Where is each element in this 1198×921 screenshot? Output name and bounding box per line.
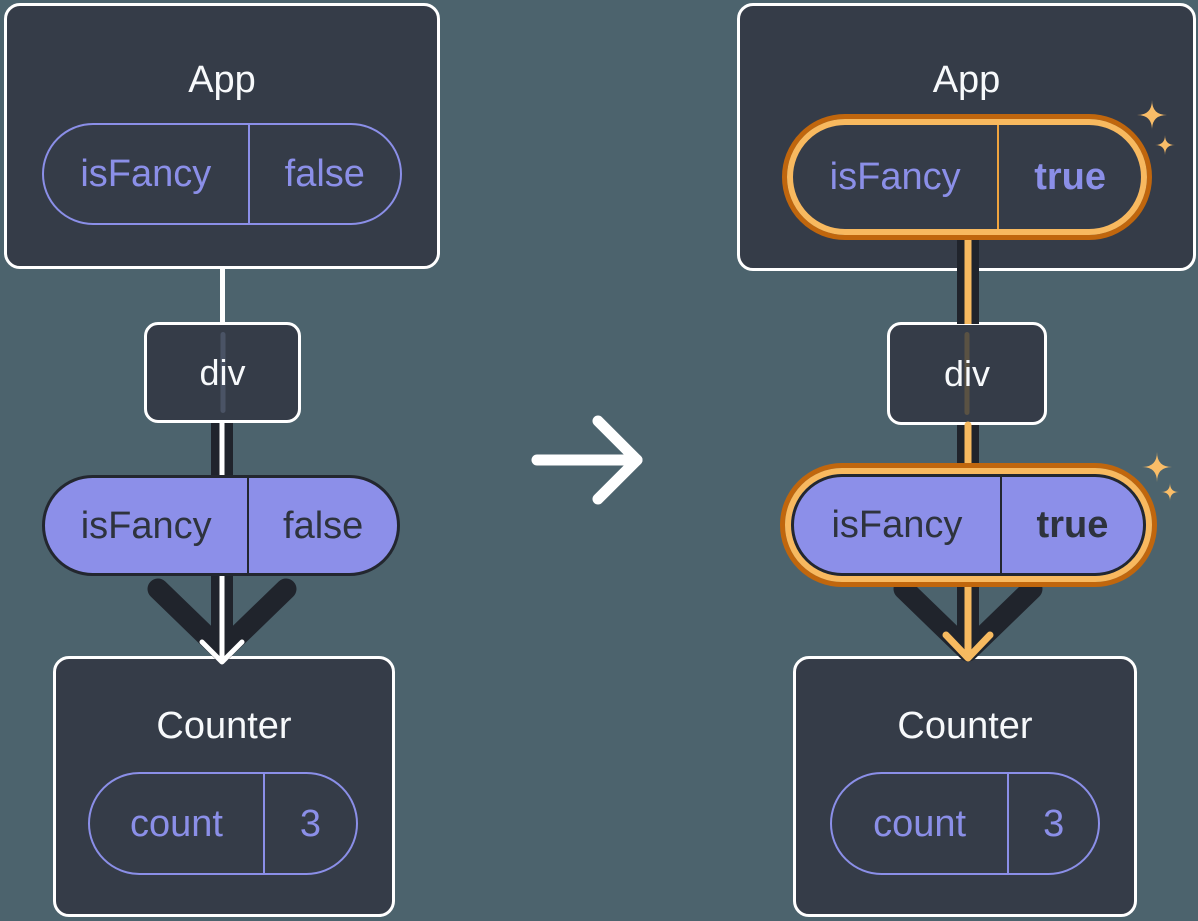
prop-name-label: isFancy xyxy=(80,504,212,547)
prop-name-label: isFancy xyxy=(831,503,963,546)
pass-through-line xyxy=(220,332,225,413)
prop-name-label: isFancy xyxy=(829,155,961,198)
counter-state-pill-before: count 3 xyxy=(88,772,358,875)
highlight-ring: isFancy true xyxy=(785,468,1152,582)
div-card-before: div xyxy=(144,322,301,423)
props-flow-highlight-stripe xyxy=(964,230,972,324)
app-title: App xyxy=(188,59,256,101)
div-card-after: div xyxy=(887,322,1047,425)
sparkle-icon xyxy=(1142,452,1179,501)
state-prop-pill-before: isFancy false xyxy=(42,475,400,576)
prop-value-label: false xyxy=(247,125,400,223)
highlight-ring: isFancy true xyxy=(787,119,1147,235)
counter-title: Counter xyxy=(156,705,292,747)
div-label: div xyxy=(199,351,246,393)
prop-name-label: isFancy xyxy=(80,153,212,195)
state-prop-pill-after-highlighted: isFancy true xyxy=(780,463,1157,587)
app-prop-pill-after-highlighted: isFancy true xyxy=(782,114,1152,240)
props-flow-shaft xyxy=(957,230,979,324)
prop-value-label: true xyxy=(999,477,1143,573)
app-title: App xyxy=(932,59,1001,101)
state-name-label: count xyxy=(129,802,223,845)
counter-title: Counter xyxy=(897,705,1033,747)
prop-value-label: false xyxy=(247,478,397,573)
state-value-label: 3 xyxy=(262,774,356,873)
state-prop-pill: isFancy true xyxy=(791,474,1146,576)
prop-value-label: true xyxy=(997,125,1141,229)
app-prop-pill-before: isFancy false xyxy=(42,123,402,225)
pass-through-line xyxy=(964,332,970,415)
state-name-label: count xyxy=(873,802,967,845)
arrow-right-icon xyxy=(531,415,643,505)
div-label: div xyxy=(943,352,991,394)
app-to-div-connector xyxy=(219,269,225,325)
state-value-label: 3 xyxy=(1007,774,1098,873)
sparkle-icon xyxy=(1137,100,1175,155)
counter-state-pill-after: count 3 xyxy=(830,772,1100,875)
